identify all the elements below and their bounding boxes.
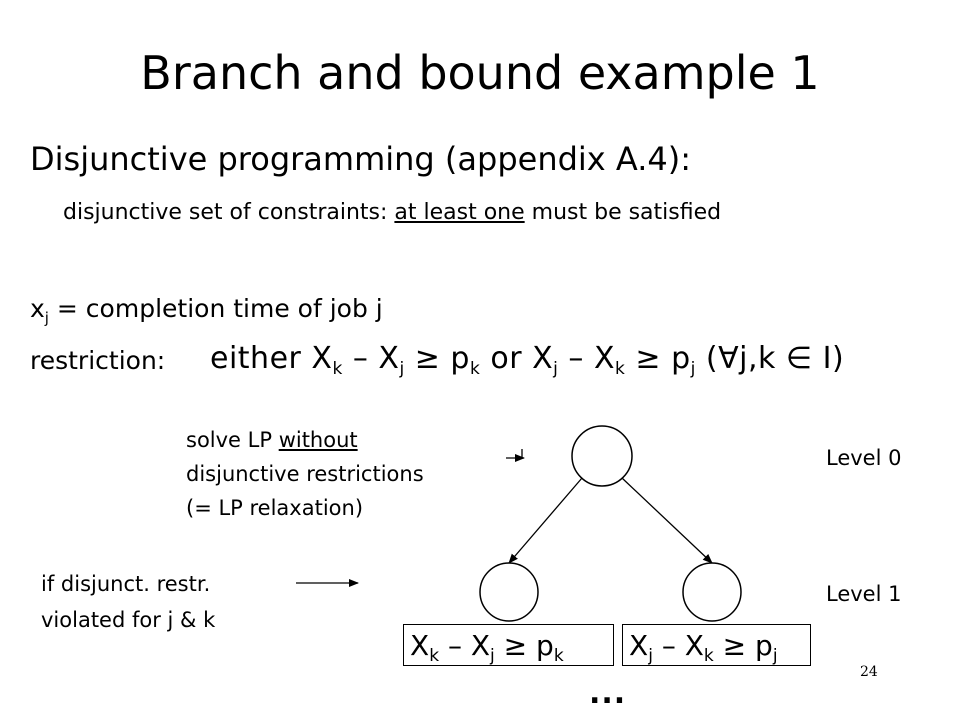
formula-x1-sub: k [332,359,343,379]
left-constraint-b-sub: j [490,646,495,666]
level-1-label: Level 1 [826,582,902,606]
right-constraint-p: p [755,629,773,662]
right-constraint-a: X [629,629,649,662]
formula-x3: X [532,341,554,376]
formula-p2: p [671,341,691,376]
violation-note-line2: violated for j & k [41,608,216,632]
formula-p1: p [450,341,470,376]
formula-x4-sub: k [615,359,626,379]
description-after: must be satisfied [524,200,722,225]
formula-p2-sub: j [690,359,696,379]
formula-x4: X [593,341,616,376]
right-constraint-p-sub: j [772,646,778,666]
left-child-node [479,562,539,622]
section-heading: Disjunctive programming (appendix A.4): [30,140,692,178]
right-constraint-b-sub: k [703,646,714,666]
formula-or: or [480,341,533,376]
formula-x2-sub: j [399,359,405,379]
right-branch-constraint: Xj – Xk ≥ pj [622,624,811,666]
lp-note-line2: disjunctive restrictions [186,462,424,486]
formula-geq1: ≥ [404,341,451,376]
formula-either: either [210,341,312,376]
lp-relaxation-note: solve LP without disjunctive restriction… [186,423,424,525]
left-constraint-p-sub: k [553,646,564,666]
variable-definition: xj = completion time of job j [30,294,383,327]
definition-rest: = completion time of job j [48,294,383,323]
definition-sub: j [44,309,49,327]
right-branch-edge [621,477,713,564]
definition-var: x [30,294,45,323]
formula-x1: X [311,341,333,376]
formula-tail: (∀j,k ∈ I) [695,341,845,376]
left-constraint-a: X [410,629,430,662]
lp-note-line1-before: solve LP [186,428,279,452]
description-underlined: at least one [394,200,525,225]
restriction-label: restriction: [30,346,166,375]
restriction-formula: either Xk – Xj ≥ pk or Xj – Xk ≥ pj (∀j,… [210,341,844,379]
left-constraint-a-sub: k [429,646,440,666]
right-constraint-minus: – [652,629,685,662]
lp-note-line3: (= LP relaxation) [186,496,364,520]
formula-p1-sub: k [469,359,481,379]
slide-title: Branch and bound example 1 [140,46,820,100]
description-before: disjunctive set of constraints: [63,200,395,225]
right-constraint-geq: ≥ [713,629,756,662]
formula-x2: X [378,341,400,376]
level-0-label: Level 0 [826,446,902,470]
left-constraint-minus: – [439,629,471,662]
left-branch-constraint: Xk – Xj ≥ pk [403,624,614,666]
left-constraint-b: X [470,629,491,662]
left-branch-edge [508,477,583,564]
root-node [571,425,633,487]
formula-x3-sub: j [553,359,559,379]
page-number: 24 [860,664,878,680]
formula-minus1: – [342,341,379,376]
left-constraint-geq: ≥ [494,629,537,662]
continuation-ellipsis: ... [589,676,627,711]
formula-geq2: ≥ [625,341,672,376]
right-child-node [682,562,742,622]
left-constraint-p: p [536,629,554,662]
right-constraint-b: X [684,629,704,662]
right-constraint-a-sub: j [648,646,653,666]
lp-note-line1-underlined: without [278,428,358,452]
disjunctive-description: disjunctive set of constraints: at least… [63,200,721,225]
violation-note: if disjunct. restr. violated for j & k [41,566,215,638]
formula-minus2: – [558,341,594,376]
lp-note-line1: solve LP without [186,423,424,457]
violation-note-line1: if disjunct. restr. [41,572,211,596]
